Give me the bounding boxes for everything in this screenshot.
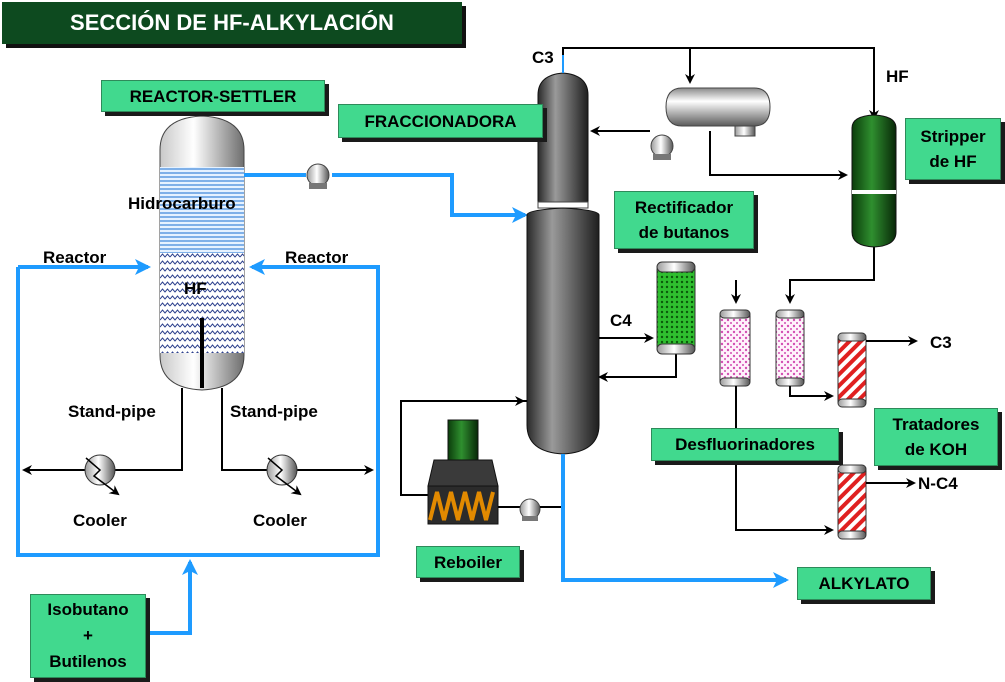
reactor-settler-vessel [159, 115, 245, 391]
rectifier-vessel [656, 261, 696, 355]
tratadores-label: Tratadores de KOH [874, 408, 998, 466]
overhead-lines [562, 47, 879, 304]
fractionator-column [526, 72, 600, 455]
c3-overhead-label: C3 [532, 48, 554, 67]
pump-icon [650, 134, 674, 160]
c4-label: C4 [610, 311, 632, 330]
feed-line-3: Butilenos [49, 652, 127, 671]
hf-stripper-overhead-label: HF [886, 67, 909, 86]
reactor-right-label: Reactor [285, 248, 349, 267]
stripper-line-1: Stripper [920, 127, 986, 146]
hf-stripper-vessel [851, 114, 897, 248]
fraccionadora-label: FRACCIONADORA [338, 104, 543, 138]
pump-icon [519, 498, 541, 521]
cooler-icon [266, 454, 302, 496]
cooler-lines [22, 388, 374, 475]
hidrocarburo-label: Hidrocarburo [128, 194, 236, 213]
reactor-settler-label: REACTOR-SETTLER [101, 80, 325, 112]
reactor-loop [16, 259, 380, 635]
rectificador-line-1: Rectificador [634, 198, 734, 217]
desfluorinadores-label: Desfluorinadores [651, 428, 839, 461]
stripper-label: Stripper de HF [905, 118, 1001, 180]
hf-layer-label: HF [184, 279, 207, 298]
cooler-left-label: Cooler [73, 511, 127, 530]
reactor-left-label: Reactor [43, 248, 107, 267]
nc4-product-label: N-C4 [918, 474, 958, 493]
c3-product-label: C3 [930, 333, 952, 352]
alkylate-product-line [561, 454, 789, 588]
rectifier-return-line [598, 354, 677, 382]
pump-icon [306, 163, 330, 189]
stripper-line-2: de HF [929, 152, 977, 171]
tratadores-line-1: Tratadores [892, 415, 980, 434]
alkylato-label: ALKYLATO [797, 567, 931, 600]
rectificador-label: Rectificador de butanos [614, 191, 754, 249]
feed-label: Isobutano + Butilenos [30, 594, 146, 678]
reboiler-furnace [427, 419, 499, 525]
feed-line-1: Isobutano [47, 600, 129, 619]
rectificador-line-2: de butanos [638, 223, 730, 242]
feed-line-2: + [83, 626, 93, 645]
standpipe-right-label: Stand-pipe [230, 402, 318, 421]
c3-treater-line [789, 386, 834, 401]
tratadores-line-2: de KOH [904, 440, 968, 459]
page-title: SECCIÓN DE HF-ALKYLACIÓN [2, 2, 462, 44]
settler-to-fractionator-line [244, 173, 525, 215]
koh-treater-vessel [837, 332, 867, 408]
reboiler-label: Reboiler [416, 546, 520, 578]
standpipe-left-label: Stand-pipe [68, 402, 156, 421]
overhead-drum [665, 87, 771, 137]
cooler-icon [84, 454, 120, 496]
cooler-right-label: Cooler [253, 511, 307, 530]
koh-treater-vessel [837, 464, 867, 540]
defluorinator-vessel [719, 309, 751, 387]
defluorinator-vessel [775, 309, 805, 387]
hydrocarbon-layer [160, 167, 244, 253]
